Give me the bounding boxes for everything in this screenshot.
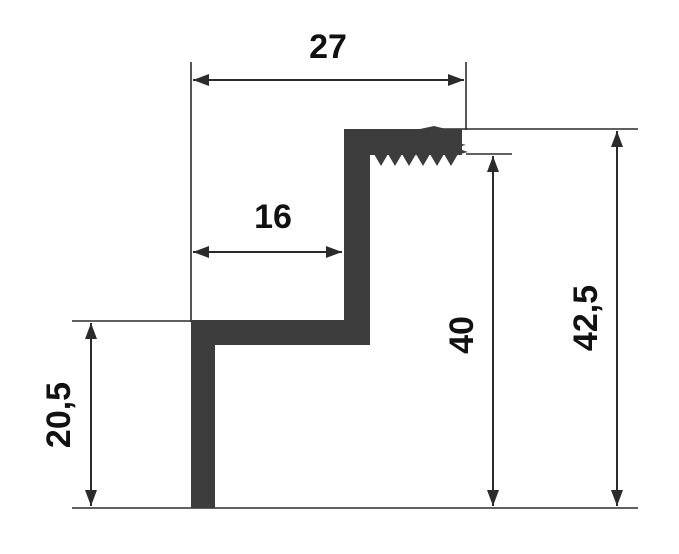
label-step-height: 40 xyxy=(443,316,481,354)
dimension-labels: 27 16 20,5 40 42,5 xyxy=(40,28,605,448)
ridge xyxy=(420,126,446,129)
tooth xyxy=(416,154,430,166)
ridge xyxy=(452,141,466,148)
top-ridges xyxy=(420,126,468,155)
tooth xyxy=(402,154,416,166)
tooth xyxy=(388,154,402,166)
label-lower-height: 20,5 xyxy=(40,382,78,448)
ridge xyxy=(446,133,458,140)
ridge xyxy=(456,148,468,155)
profile-body xyxy=(191,129,462,508)
serrated-teeth xyxy=(374,154,458,166)
label-overall-width: 27 xyxy=(309,28,347,66)
profile-shape xyxy=(191,126,468,508)
tooth xyxy=(430,154,444,166)
label-overall-height: 42,5 xyxy=(567,285,605,351)
dimension-lines xyxy=(85,74,623,506)
tooth xyxy=(444,154,458,166)
tooth xyxy=(374,154,388,166)
label-inner-width: 16 xyxy=(254,198,292,236)
